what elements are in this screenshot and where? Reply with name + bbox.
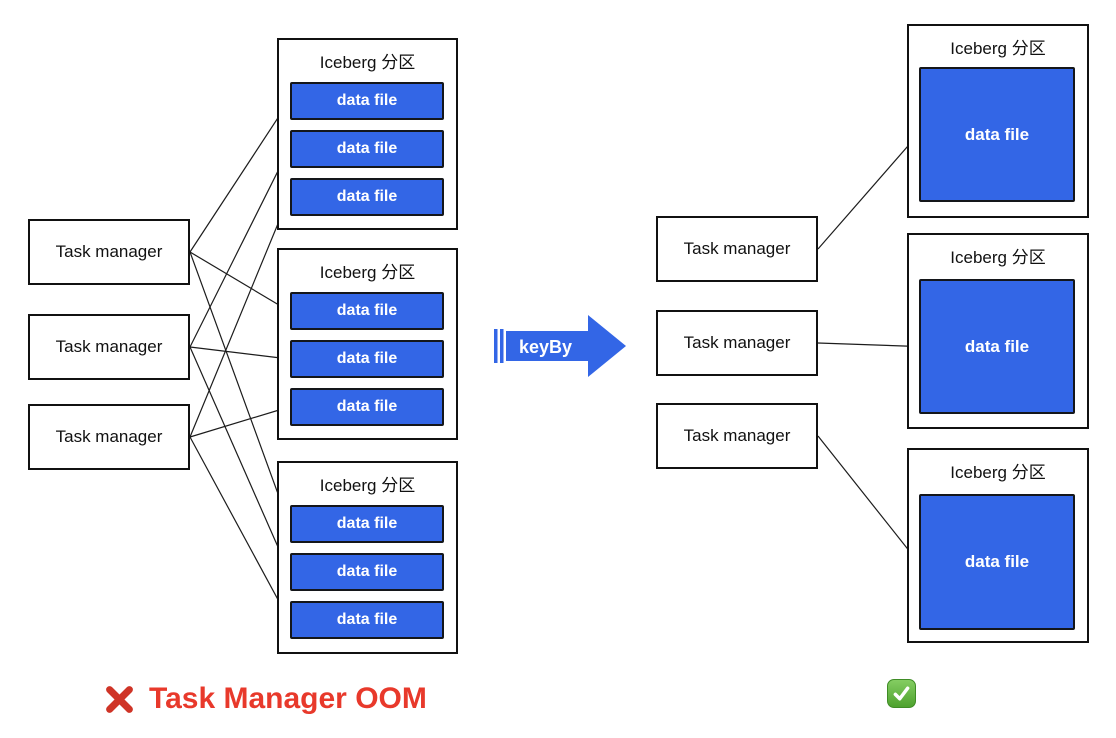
data-file-box: data file xyxy=(290,82,444,120)
keyby-label: keyBy xyxy=(518,337,573,357)
task-manager-label: Task manager xyxy=(55,337,163,356)
data-file-box: data file xyxy=(290,601,444,639)
partition-title: Iceberg 分区 xyxy=(319,53,416,72)
keyby-block-arrow xyxy=(492,313,628,379)
data-file-box: data file xyxy=(290,130,444,168)
task-manager-box: Task manager xyxy=(656,403,818,469)
iceberg-partition: Iceberg 分区 data file xyxy=(907,448,1089,643)
task-manager-label: Task manager xyxy=(55,242,163,261)
iceberg-partition: Iceberg 分区 data file data file data file xyxy=(277,248,458,440)
iceberg-partition: Iceberg 分区 data file xyxy=(907,233,1089,429)
data-file-box: data file xyxy=(290,340,444,378)
iceberg-partition: Iceberg 分区 data file xyxy=(907,24,1089,218)
partition-title: Iceberg 分区 xyxy=(950,463,1046,482)
data-file-box: data file xyxy=(290,388,444,426)
data-file-box: data file xyxy=(919,494,1075,630)
data-file-box: data file xyxy=(290,292,444,330)
keyby-arrow-icon xyxy=(494,315,626,377)
data-file-box: data file xyxy=(919,279,1075,414)
check-mark-icon xyxy=(887,679,916,708)
data-file-box: data file xyxy=(919,67,1075,202)
task-manager-box: Task manager xyxy=(656,216,818,282)
task-manager-box: Task manager xyxy=(28,314,190,380)
cross-mark-icon xyxy=(103,683,136,716)
iceberg-partition: Iceberg 分区 data file data file data file xyxy=(277,38,458,230)
task-manager-label: Task manager xyxy=(683,239,791,258)
iceberg-partition: Iceberg 分区 data file data file data file xyxy=(277,461,458,654)
partition-title: Iceberg 分区 xyxy=(950,39,1046,58)
oom-caption-text: Task Manager OOM xyxy=(149,682,427,715)
partition-title: Iceberg 分区 xyxy=(319,476,416,495)
task-manager-box: Task manager xyxy=(28,404,190,470)
data-file-box: data file xyxy=(290,178,444,216)
oom-caption: Task Manager OOM xyxy=(103,680,427,718)
task-manager-box: Task manager xyxy=(656,310,818,376)
check-glyph xyxy=(893,686,910,701)
task-manager-box: Task manager xyxy=(28,219,190,285)
task-manager-label: Task manager xyxy=(683,426,791,445)
partition-title: Iceberg 分区 xyxy=(950,248,1046,267)
partition-title: Iceberg 分区 xyxy=(319,263,416,282)
data-file-box: data file xyxy=(290,505,444,543)
task-manager-label: Task manager xyxy=(683,333,791,352)
data-file-box: data file xyxy=(290,553,444,591)
task-manager-label: Task manager xyxy=(55,427,163,446)
